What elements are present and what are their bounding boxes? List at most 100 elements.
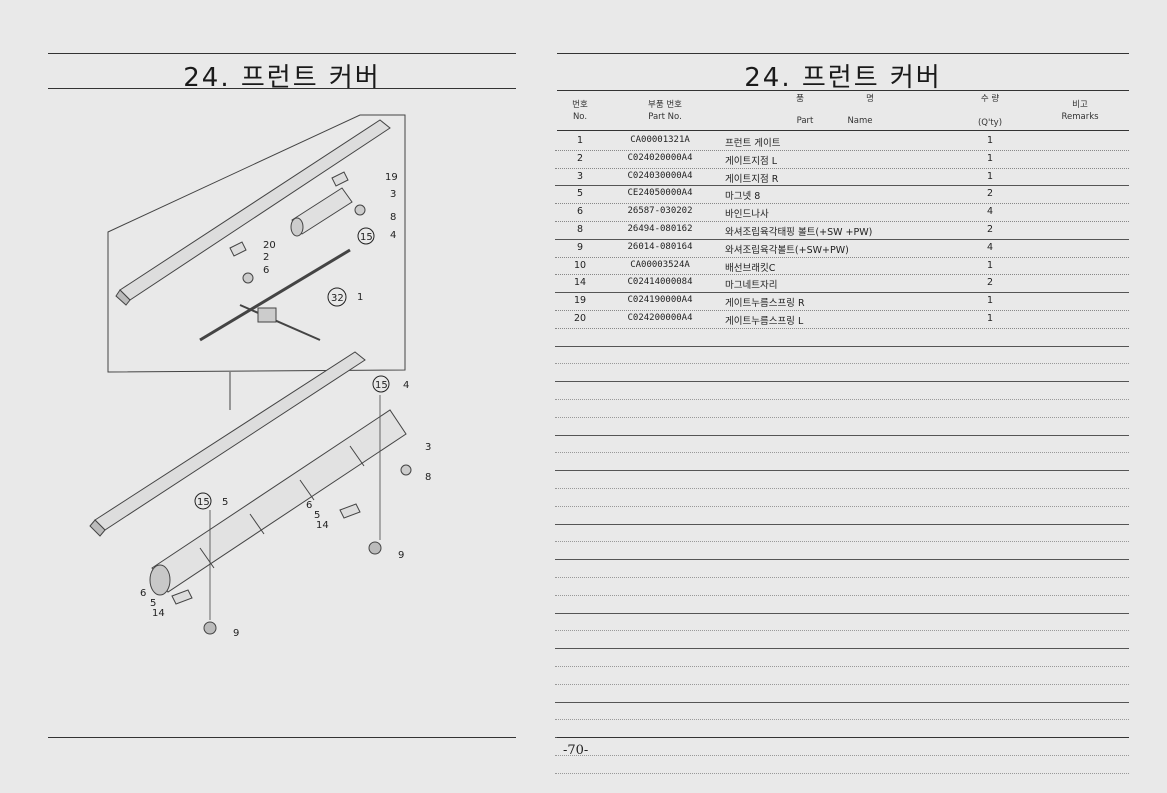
roller-main [151, 409, 407, 593]
blank-row [555, 525, 1129, 543]
cell-part-no: C024030000A4 [627, 170, 693, 181]
callout-8b: 8 [425, 472, 431, 483]
cell-qty: 1 [986, 135, 994, 146]
cell-no: 2 [576, 152, 584, 164]
roller-inset-end [290, 217, 304, 237]
table-row: 10 CA00003524A 배선브래킷C 1 [555, 258, 1129, 276]
header-bottom-rule [557, 130, 1129, 131]
header-part: 부품 번호 Part No. [610, 99, 720, 123]
cell-qty: 2 [986, 188, 994, 200]
callout-4b: 4 [403, 380, 409, 391]
cell-name: 게이트누름스프링 R [725, 298, 805, 310]
screw-8-inset [354, 204, 366, 216]
blank-row [555, 400, 1129, 418]
blank-row [555, 631, 1129, 650]
top-rule [48, 53, 516, 54]
cell-part-no: C024190000A4 [627, 295, 693, 306]
blank-row [555, 507, 1129, 525]
roller-main-end [149, 564, 171, 596]
callout-5c: 5 [150, 598, 156, 609]
blank-row [555, 596, 1129, 614]
blank-row [555, 578, 1129, 596]
roller-rib-2 [249, 513, 265, 535]
screw-6-inset [242, 272, 254, 284]
cell-name: 게이트지점 R [725, 173, 779, 185]
header-part-ko: 부품 번호 [648, 100, 682, 110]
cell-part-no: 26587-030202 [627, 206, 693, 217]
cell-no: 9 [576, 241, 584, 253]
cell-no: 8 [576, 223, 584, 235]
callout-32: 32 [331, 293, 344, 304]
cell-name: 마그네트자리 [725, 280, 778, 292]
cell-name: 바인드나사 [725, 209, 769, 221]
gate-bar-main-end [89, 519, 106, 537]
callout-5: 5 [222, 497, 228, 508]
cell-name: 게이트누름스프링 L [725, 315, 804, 327]
callout-4: 4 [390, 230, 396, 241]
cell-part-no: CE24050000A4 [627, 188, 693, 199]
table-header: 번호 No. 부품 번호 Part No. 품 명 Part Name 수 량 … [555, 90, 1129, 131]
callout-6: 6 [263, 265, 269, 276]
bottom-rule [48, 737, 516, 738]
table-row: 6 26587-030202 바인드나사 4 [555, 204, 1129, 222]
cell-name: 배선브래킷C [725, 262, 776, 274]
callout-15c: 15 [197, 497, 210, 508]
cell-qty: 1 [986, 152, 994, 164]
header-name-en-2: Name [847, 116, 873, 126]
blank-row [555, 685, 1129, 703]
page-number: -70- [563, 743, 589, 758]
roller-rib-4 [349, 445, 365, 467]
blank-row [555, 720, 1129, 739]
callout-6c: 6 [140, 588, 146, 599]
table-row: 8 26494-080162 와셔조립육각태핑 볼트(+SW +PW) 2 [555, 222, 1129, 240]
blank-row [555, 667, 1129, 685]
callout-1: 1 [357, 292, 363, 303]
cell-part-no: CA00003524A [630, 259, 690, 270]
bottom-rule-right [557, 737, 1129, 738]
blank-row [555, 471, 1129, 489]
callout-3b: 3 [425, 442, 431, 453]
cell-no: 20 [573, 312, 587, 324]
header-qty-en: (Q'ty) [977, 118, 1003, 128]
cell-name: 와셔조립육각태핑 볼트(+SW +PW) [725, 226, 873, 238]
cell-part-no: C024020000A4 [627, 152, 693, 163]
blank-row [555, 649, 1129, 667]
cell-qty: 1 [986, 259, 994, 271]
screw-8-main [400, 464, 412, 476]
bracket-plate [257, 307, 277, 323]
table-row: 5 CE24050000A4 마그넷 8 2 [555, 186, 1129, 205]
table-row: 2 C024020000A4 게이트지점 L 1 [555, 151, 1129, 169]
header-remarks: 비고 Remarks [1050, 99, 1110, 123]
bolt-9-left [203, 621, 217, 635]
bracket-rail [199, 248, 351, 342]
header-top-rule [557, 90, 1129, 91]
cell-name: 마그넷 8 [725, 191, 761, 203]
cell-no: 14 [573, 277, 587, 289]
callout-circle-15b [372, 375, 390, 393]
callout-6b: 6 [306, 500, 312, 511]
blank-row [555, 489, 1129, 507]
blank-row [555, 738, 1129, 756]
title-rule [48, 88, 516, 89]
header-remarks-ko: 비고 [1072, 100, 1088, 110]
blank-row [555, 453, 1129, 472]
cell-qty: 2 [986, 277, 994, 289]
cell-qty: 1 [986, 295, 994, 307]
header-no: 번호 No. [565, 99, 595, 123]
cell-no: 19 [573, 295, 587, 307]
cell-part-no: C024200000A4 [627, 312, 693, 323]
cell-name: 게이트지점 L [725, 155, 778, 167]
header-no-ko: 번호 [572, 100, 588, 110]
roller-rib-3 [299, 479, 315, 501]
blank-row [555, 364, 1129, 383]
header-name-ko-1: 품 [796, 94, 804, 104]
header-qty-ko: 수 량 [980, 94, 1000, 104]
cell-name: 프런트 게이트 [725, 138, 781, 149]
gate-bar-inset-end [115, 289, 131, 306]
blank-row [555, 436, 1129, 454]
magnet-14-right [339, 503, 361, 519]
exploded-parts-diagram: 19 3 8 15 4 20 2 6 32 1 15 4 3 8 15 5 6 … [60, 100, 520, 660]
cell-qty: 1 [986, 170, 994, 182]
cell-part-no: CA00001321A [630, 135, 690, 145]
header-name-ko-2: 명 [866, 94, 874, 104]
